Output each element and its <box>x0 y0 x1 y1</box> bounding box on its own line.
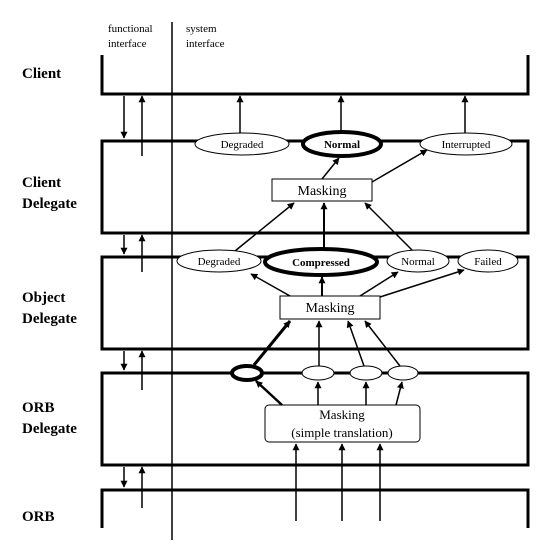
orb-to-object-masking-arrows <box>252 320 401 367</box>
layer-label-client-delegate-2: Delegate <box>22 196 77 212</box>
client-delegate-to-client-arrows <box>236 95 469 133</box>
arrow <box>379 268 465 298</box>
functional-header-line2: interface <box>108 38 147 50</box>
state-degraded <box>194 132 290 156</box>
state-compressed <box>263 247 379 277</box>
object-to-client-masking-arrows <box>234 202 413 252</box>
layer-label-client: Client <box>22 66 61 82</box>
state-normal <box>386 249 450 273</box>
arrow <box>395 381 404 406</box>
layer-label-client-delegate-1: Client <box>22 175 61 191</box>
arrow <box>250 273 291 297</box>
state-degraded-label: Degraded <box>198 256 241 268</box>
object-delegate-masking-label: Masking <box>306 301 355 316</box>
client-delegate-masking-arrows <box>321 149 428 183</box>
orb-delegate-masking-label-2: (simple translation) <box>291 425 392 440</box>
arrow <box>252 320 292 366</box>
state-degraded <box>176 249 262 273</box>
orb-delegate-masking-box <box>264 404 421 443</box>
orb-delegate-masking-label-1: Masking <box>319 407 365 422</box>
state-interrupted-label: Interrupted <box>442 139 491 151</box>
state-failed-label: Failed <box>474 256 502 268</box>
arrow <box>234 202 295 252</box>
system-header-line1: system <box>186 23 217 35</box>
state-failed <box>457 249 519 273</box>
state-compressed-label: Compressed <box>292 257 350 269</box>
layer-label-orb: ORB <box>22 509 55 525</box>
arrow <box>321 157 340 180</box>
functional-interface-arrows <box>120 95 146 508</box>
state-interrupted <box>419 132 513 156</box>
arrow <box>364 320 401 367</box>
arrow <box>346 320 365 367</box>
state-small <box>301 365 335 381</box>
layer-label-orb-delegate-2: Delegate <box>22 421 77 437</box>
arrow <box>364 202 413 251</box>
system-header-line2: interface <box>186 38 225 50</box>
functional-header-line1: functional <box>108 23 153 35</box>
state-small <box>387 365 419 381</box>
orb-box <box>100 488 530 528</box>
state-normal <box>301 130 383 158</box>
state-bold-small <box>230 364 264 382</box>
state-normal-label: Normal <box>401 256 435 268</box>
state-small <box>349 365 383 381</box>
state-normal-label: Normal <box>324 139 360 151</box>
arrow <box>371 149 428 183</box>
state-degraded-label: Degraded <box>221 139 264 151</box>
layer-label-object-delegate-2: Delegate <box>22 311 77 327</box>
client-box <box>100 55 530 96</box>
orb-delegate-masking-arrows <box>255 380 404 406</box>
client-delegate-masking-label: Masking <box>298 184 347 199</box>
object-delegate-masking-arrows <box>250 268 465 298</box>
orb-to-orb-delegate-arrows <box>292 443 384 521</box>
layer-label-object-delegate-1: Object <box>22 290 65 306</box>
object-delegate-masking-box <box>279 295 381 320</box>
arrow <box>359 271 399 297</box>
arrow <box>255 380 283 406</box>
layer-label-orb-delegate-1: ORB <box>22 400 55 416</box>
